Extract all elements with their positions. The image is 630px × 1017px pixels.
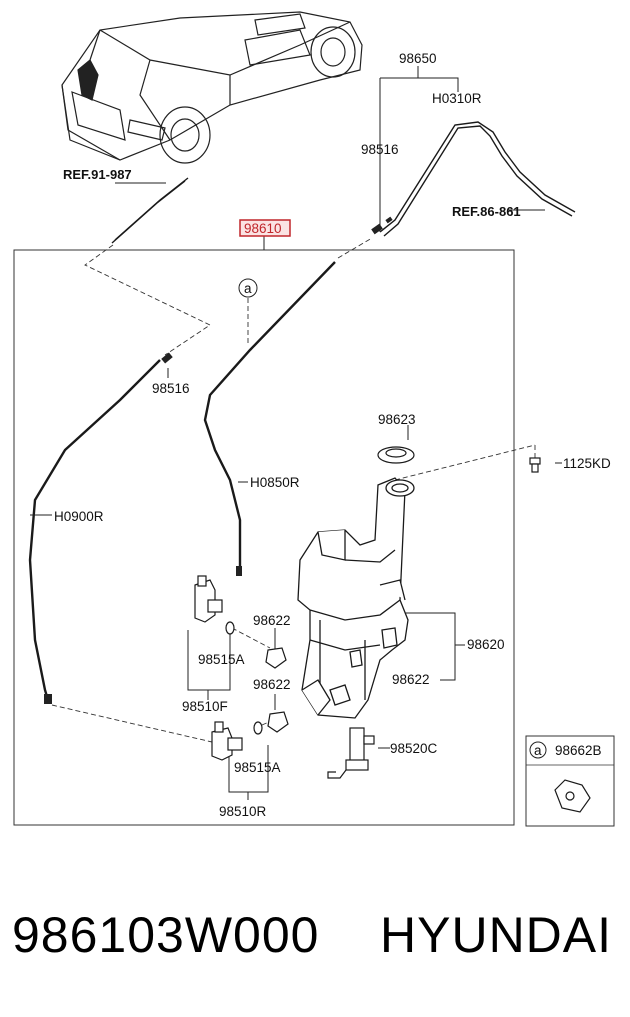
reservoir-tank: [297, 477, 415, 719]
label-98510r[interactable]: 98510R: [219, 804, 267, 819]
label-98622-upper[interactable]: 98622: [253, 613, 291, 628]
label-98515a-front[interactable]: 98515A: [198, 652, 245, 667]
label-98510f[interactable]: 98510F: [182, 699, 228, 714]
label-98515a-rear[interactable]: 98515A: [234, 760, 281, 775]
label-h0310r[interactable]: H0310R: [432, 91, 482, 106]
label-98623[interactable]: 98623: [378, 412, 416, 427]
inset-marker-label: a: [534, 743, 542, 758]
part-number-text: 986103W000: [12, 907, 320, 963]
car-illustration: [61, 11, 363, 164]
label-98620[interactable]: 98620: [467, 637, 505, 652]
parts-diagram: REF.91-987 REF.86-861 98610 98650 H0310R…: [13, 11, 615, 827]
circle-marker-label: a: [244, 281, 252, 296]
ref-left-label[interactable]: REF.91-987: [63, 167, 132, 182]
label-98622-right[interactable]: 98622: [392, 672, 430, 687]
label-98662b[interactable]: 98662B: [555, 743, 602, 758]
assembly-highlight: [239, 219, 291, 237]
assembly-code-label[interactable]: 98610: [244, 221, 282, 236]
ref-right-label[interactable]: REF.86-861: [452, 204, 521, 219]
inset-frame: [525, 735, 615, 827]
label-98650[interactable]: 98650: [399, 51, 437, 66]
label-98516-top[interactable]: 98516: [361, 142, 399, 157]
label-98516-left[interactable]: 98516: [152, 381, 190, 396]
pump-front: [194, 575, 223, 623]
brand-text: HYUNDAI: [380, 907, 613, 963]
label-1125kd[interactable]: 1125KD: [563, 456, 611, 471]
label-98520c[interactable]: 98520C: [390, 741, 438, 756]
pump-rear: [211, 721, 243, 761]
label-h0900r[interactable]: H0900R: [54, 509, 104, 524]
level-sensor: [327, 727, 375, 779]
label-h0850r[interactable]: H0850R: [250, 475, 300, 490]
label-98622-lower[interactable]: 98622: [253, 677, 291, 692]
